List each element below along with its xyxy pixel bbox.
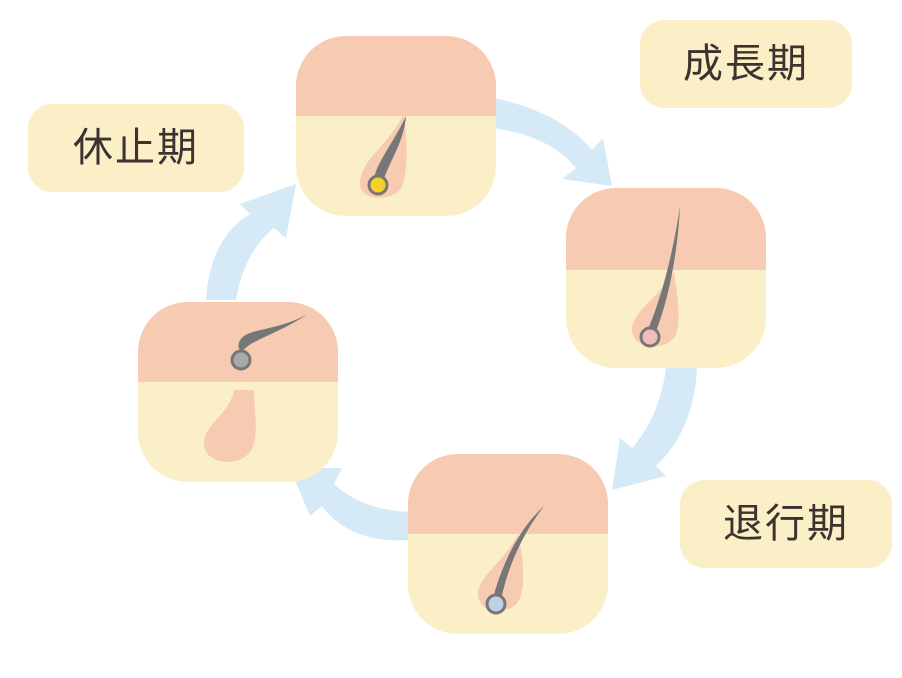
- arrow-top-right: [494, 98, 612, 186]
- arrow-right: [612, 368, 697, 490]
- arrow-left: [206, 184, 296, 300]
- hair-bulb-gray: [230, 349, 252, 371]
- hair-bulb-yellow: [367, 174, 389, 196]
- arrow-bottom: [290, 468, 410, 541]
- hair-shaft: [646, 206, 680, 336]
- phase-label-catagen: 退行期: [680, 480, 892, 568]
- hair-shaft: [373, 116, 406, 186]
- cycle-arrows: [206, 98, 697, 541]
- stage-tile-anagen-start: [296, 36, 496, 216]
- hair-shaft: [238, 314, 308, 352]
- phase-label-telogen: 休止期: [28, 104, 244, 192]
- stage-tile-anagen: [566, 188, 766, 368]
- hair-bulb-blue: [485, 593, 507, 615]
- phase-label-anagen: 成長期: [640, 20, 852, 108]
- hair-follicle-remnant: [204, 390, 256, 462]
- hair-shaft: [492, 506, 544, 604]
- stage-tile-telogen: [138, 302, 338, 482]
- stage-tile-catagen: [408, 454, 608, 634]
- hair-bulb-pink: [639, 326, 661, 348]
